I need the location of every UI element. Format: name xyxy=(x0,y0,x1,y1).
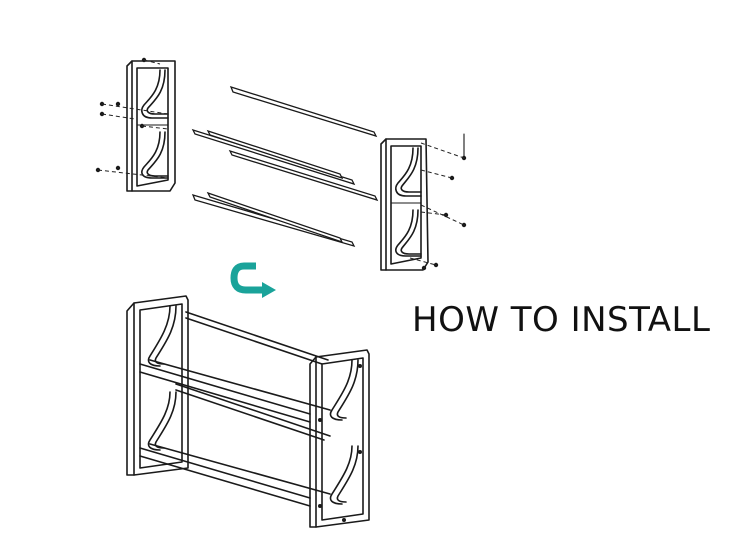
right-side-panel xyxy=(380,138,429,271)
assembled-view xyxy=(126,295,370,528)
exploded-view xyxy=(95,57,467,271)
assembled-left-frame xyxy=(126,295,189,476)
assembled-rods xyxy=(139,311,331,507)
left-side-panel xyxy=(126,60,176,192)
assembled-right-frame xyxy=(309,349,370,528)
rotate-arrow-icon xyxy=(230,262,276,298)
page-title: HOW TO INSTALL xyxy=(412,300,711,340)
rods xyxy=(191,85,379,248)
left-screws xyxy=(95,57,169,179)
right-screws xyxy=(409,133,467,271)
